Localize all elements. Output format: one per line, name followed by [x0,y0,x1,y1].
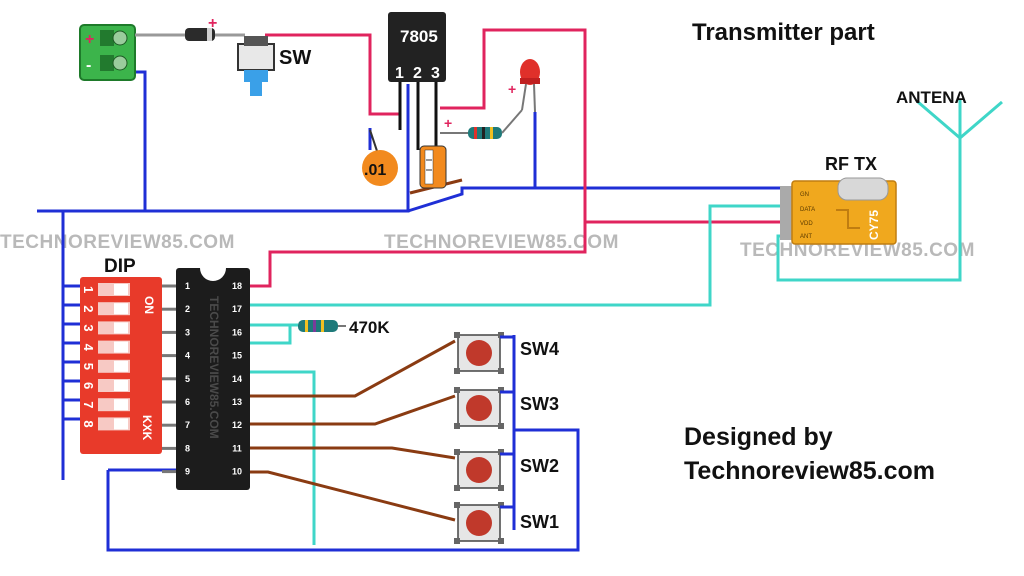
rf-tx-label: RF TX [825,154,877,174]
dip-number: 2 [81,305,96,312]
rf-module-marking: CY75 [867,210,881,240]
regulator-pin-1: 1 [395,65,404,82]
rf-pin-data: DATA [800,207,815,213]
ic-pin-number: 1 [185,281,190,291]
power-switch [237,36,275,96]
watermark-center: TECHNOREVIEW85.COM [384,232,619,253]
ic-pin-number: 18 [232,281,242,291]
terminal-minus: - [86,57,91,74]
dip-number: 1 [81,286,96,293]
ic-pin-number: 8 [185,443,190,453]
terminal-plus: + [85,31,94,48]
dip-number: 3 [81,324,96,331]
voltage-regulator-7805: 7805 1 2 3 [388,12,446,150]
watermark-left: TECHNOREVIEW85.COM [0,232,235,253]
ic-pin-number: 4 [185,351,190,361]
ic-pin-number: 13 [232,397,242,407]
vcc-wires [250,28,780,288]
ic-pin-number: 9 [185,467,190,477]
dip-number: 7 [81,401,96,408]
ic-pin-number: 17 [232,304,242,314]
led-plus: + [508,81,516,97]
dip-toggle [114,303,128,315]
dip-label: DIP [104,256,136,277]
ic-pin-number: 3 [185,327,190,337]
ic-pin-number: 2 [185,304,190,314]
ic-pin-number: 15 [232,351,242,361]
dip-toggle [114,399,128,411]
rf-pin-gnd: GN [800,192,809,198]
credit-line-1: Designed by [684,423,833,451]
dip-number: 6 [81,382,96,389]
ic-pin-number: 11 [232,443,242,453]
dip-toggle [114,322,128,334]
dip-toggle [114,380,128,391]
resistor-470k [298,320,346,332]
dip-number: 4 [81,344,96,352]
antenna-label: ANTENA [896,88,967,107]
dip-number: 5 [81,363,96,370]
diode [185,28,215,41]
credit-line-2: Technoreview85.com [684,457,935,485]
rf-pin-vdd: VDD [800,221,813,227]
dip-toggle [114,284,128,295]
push-button-sw4: SW4 [454,332,559,374]
switch-label-sw2: SW2 [520,456,559,476]
regulator-label: 7805 [400,27,438,46]
watermark-right: TECHNOREVIEW85.COM [740,240,975,261]
led: + [508,59,540,113]
resistor-plus: + [444,115,452,131]
dip-toggle [114,341,128,353]
ic-pin-number: 10 [232,467,242,477]
ic-pin-number: 16 [232,327,242,337]
dip-toggle [114,418,128,430]
push-button-sw2: SW2 [454,449,559,491]
regulator-pin-3: 3 [431,65,440,82]
switch-label: SW [279,47,311,69]
antenna [917,100,1003,140]
dip-brand: KXK [140,415,154,441]
push-button-sw3: SW3 [454,387,559,429]
power-terminal: + - [79,24,136,81]
diode-plus: + [208,15,217,32]
ic-watermark: TECHNOREVIEW85.COM [207,296,221,439]
rf-tx-module: GN DATA VDD ANT CY75 [780,177,897,245]
switch-wires [250,178,463,522]
ic-pin-number: 12 [232,420,242,430]
dip-on-label: ON [142,296,156,314]
ceramic-capacitor: .01 [362,129,398,186]
ic-pin-number: 5 [185,374,190,384]
switch-label-sw4: SW4 [520,339,559,359]
dip-toggle [114,360,128,372]
rf-pin-ant: ANT [800,234,812,240]
dip-number: 8 [81,420,96,427]
led-resistor: + [440,109,523,139]
ic-pin-number: 14 [232,374,242,384]
ic-pin-number: 7 [185,420,190,430]
resistor-470k-label: 470K [349,318,390,337]
push-button-sw1: SW1 [454,502,559,544]
regulator-pin-2: 2 [413,65,422,82]
ic-pin-number: 6 [185,397,190,407]
dip-switch: 1 2 3 4 5 6 7 8 ON KXK [80,277,162,454]
electrolytic-capacitor [419,145,447,189]
switch-label-sw1: SW1 [520,512,559,532]
switch-label-sw3: SW3 [520,394,559,414]
capacitor-label: .01 [364,162,386,179]
data-wires [250,138,962,545]
diagram-title: Transmitter part [692,19,875,46]
